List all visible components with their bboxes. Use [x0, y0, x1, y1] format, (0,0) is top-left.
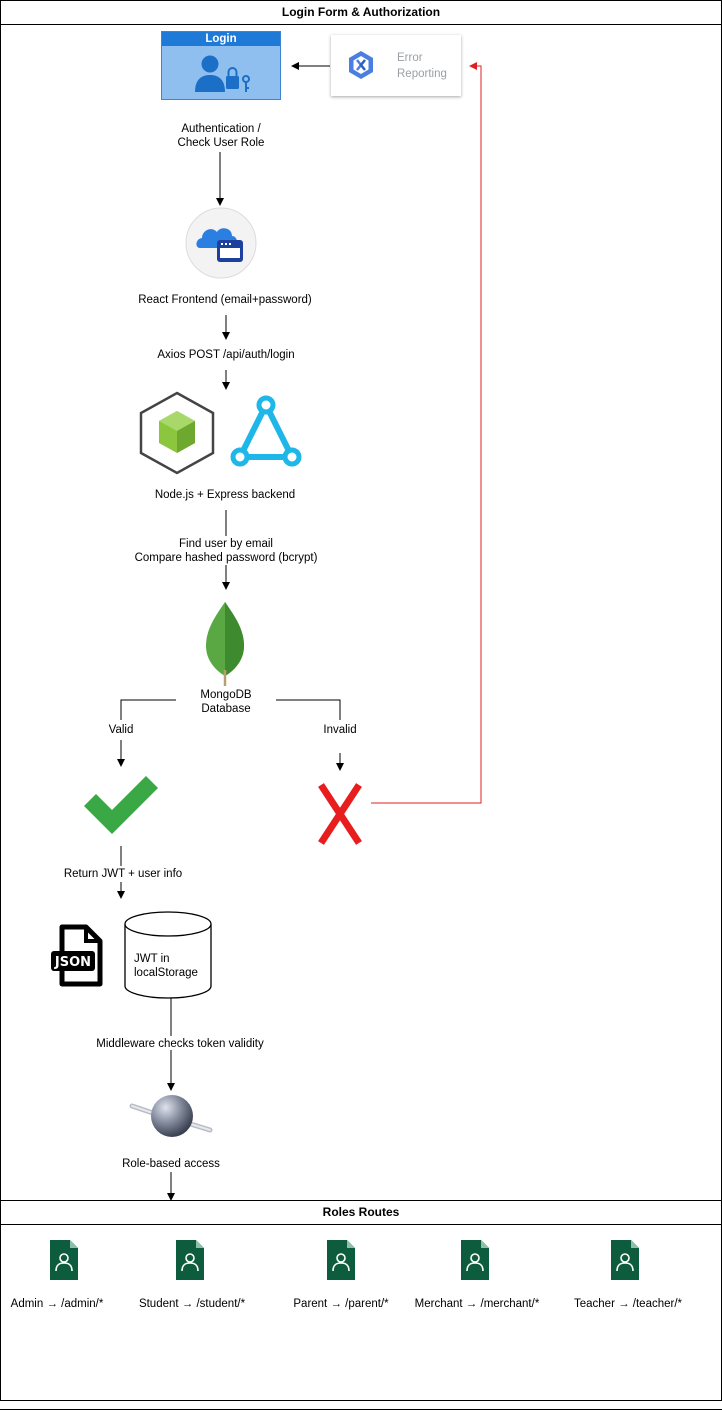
role-admin-label: Admin → /admin/* — [10, 1298, 104, 1310]
backend-label: Node.js + Express backend — [154, 489, 296, 501]
user-doc-icon — [461, 1240, 489, 1280]
json-badge-text: JSON — [54, 955, 91, 970]
find-user-label: Find user by email — [179, 538, 273, 550]
roles-routes-title: Roles Routes — [1, 1201, 721, 1225]
user-doc-icon — [50, 1240, 78, 1280]
mongodb-label: MongoDB Database — [200, 689, 252, 715]
react-frontend-label: React Frontend (email+password) — [138, 294, 312, 306]
react-frontend-icon — [185, 207, 257, 279]
error-reporting-icon — [349, 51, 373, 79]
mongodb-icon — [206, 602, 244, 686]
express-api-icon — [230, 395, 302, 467]
user-doc-icon — [327, 1240, 355, 1280]
user-doc-icon — [611, 1240, 639, 1280]
login-title: Login — [162, 32, 280, 46]
checkmark-icon — [84, 776, 158, 834]
jwt-storage-cylinder — [124, 911, 212, 999]
json-file-icon: JSON — [51, 924, 103, 987]
role-parent-label: Parent → /parent/* — [293, 1298, 389, 1310]
role-teacher-label: Teacher → /teacher/* — [573, 1298, 683, 1310]
auth-check-label: Authentication / Check User Role — [177, 123, 265, 149]
role-student-label: Student → /student/* — [138, 1298, 246, 1310]
user-doc-icon — [176, 1240, 204, 1280]
user-lock-icon — [195, 55, 250, 92]
line-branch-invalid — [276, 699, 341, 720]
role-merchant-label: Merchant → /merchant/* — [414, 1298, 540, 1310]
nodejs-icon — [139, 391, 215, 475]
error-reporting-label: Error Reporting — [397, 52, 447, 80]
jwt-storage-label: JWT in localStorage — [134, 953, 198, 979]
line-invalid-to-error-reporting — [371, 62, 482, 804]
compare-password-label: Compare hashed password (bcrypt) — [134, 552, 318, 564]
return-jwt-label: Return JWT + user info — [63, 868, 183, 880]
axios-post-label: Axios POST /api/auth/login — [157, 349, 295, 361]
bottom-border-line — [0, 1409, 722, 1410]
middleware-label: Middleware checks token validity — [96, 1038, 264, 1050]
error-reporting: Error Reporting — [331, 35, 461, 96]
role-access-label: Role-based access — [122, 1158, 220, 1170]
valid-label: Valid — [108, 724, 134, 736]
login-form: Login — [161, 31, 281, 100]
login-authorization-title: Login Form & Authorization — [1, 1, 721, 25]
line-branch-valid — [120, 699, 176, 720]
role-access-icon — [129, 1095, 213, 1137]
cross-icon — [318, 783, 362, 845]
invalid-label: Invalid — [323, 724, 357, 736]
